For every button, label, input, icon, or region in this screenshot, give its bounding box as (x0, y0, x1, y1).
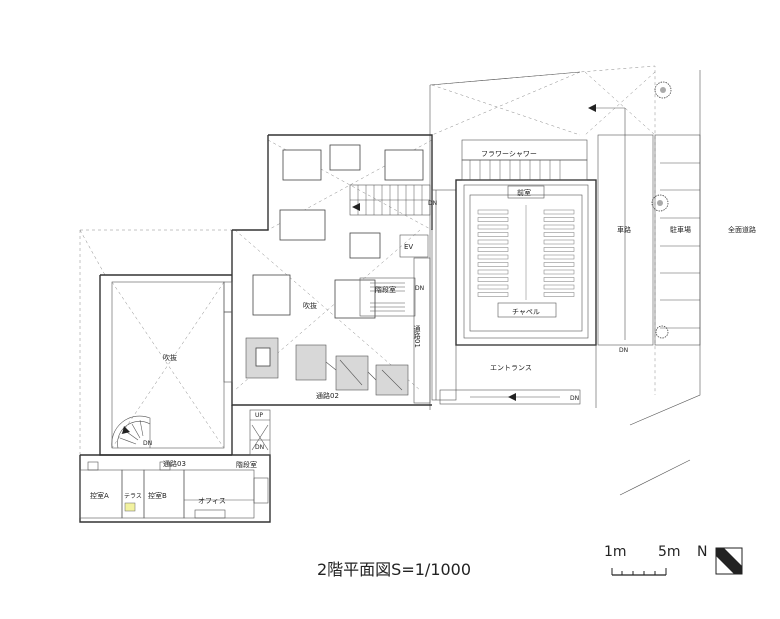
pew (477, 262, 509, 267)
small-stair (249, 409, 271, 456)
pew (477, 239, 509, 245)
scale-bar: 1m 5m (604, 544, 681, 576)
room-label-void-left: 吹抜 (163, 353, 177, 362)
room-label-corridor-03: 通路03 (163, 459, 186, 468)
pew (477, 269, 509, 275)
pew (543, 217, 575, 222)
pew (543, 269, 575, 275)
room-label-flower-shower: フラワーシャワー (481, 150, 537, 158)
pew (543, 232, 575, 237)
pew (477, 209, 509, 215)
room-label-office: オフィス (198, 497, 226, 505)
spiral-stair (111, 415, 151, 449)
room-label-terrace: テラス (124, 493, 142, 500)
room-label-driveway: 車路 (617, 225, 631, 234)
pew (477, 217, 509, 222)
main-stair (349, 184, 431, 216)
pew (477, 232, 509, 237)
stair-hall (359, 277, 416, 317)
pew (477, 224, 509, 230)
pew (543, 239, 575, 245)
scale-label-1m: 1m (604, 544, 627, 560)
marker-dn-spiral: DN (143, 440, 152, 447)
room-label-waiting-a: 控室A (90, 491, 109, 500)
marker-dn-small: DN (255, 444, 264, 451)
room-label-stair-hall: 階段室 (375, 285, 396, 294)
tree-icons (651, 81, 672, 339)
pew (477, 277, 509, 282)
entrance-area (439, 344, 597, 408)
north-arrow-icon: N (697, 544, 743, 575)
marker-dn-entrance: DN (570, 395, 579, 402)
light-wells (252, 144, 424, 319)
pew (477, 247, 509, 252)
pew (543, 262, 575, 267)
driveway-parking (588, 104, 701, 346)
room-label-chapel: チャペル (512, 308, 540, 316)
pew (543, 254, 575, 260)
room-label-parking: 駐車場 (670, 225, 691, 234)
scale-label-5m: 5m (658, 544, 681, 560)
pew (477, 284, 509, 290)
room-label-corridor-02: 通路02 (316, 391, 339, 400)
pew (477, 292, 509, 297)
pew (543, 277, 575, 282)
pew (477, 254, 509, 260)
corridor-01-area (413, 189, 457, 404)
marker-dn-drive: DN (619, 347, 628, 354)
pew (543, 292, 575, 297)
room-label-antechamber: 前室 (517, 188, 531, 197)
room-label-entrance: エントランス (490, 364, 532, 372)
lower-rooms (79, 461, 269, 519)
pew (543, 224, 575, 230)
grey-stairs (245, 337, 409, 396)
marker-up-small: UP (255, 412, 263, 419)
pew (543, 284, 575, 290)
room-label-stair-hall-small: 階段室 (236, 460, 257, 469)
room-label-void-center: 吹抜 (303, 301, 317, 310)
pew (543, 247, 575, 252)
marker-dn-top: DN (428, 200, 437, 207)
room-label-front-road: 全面道路 (728, 225, 756, 234)
north-label: N (697, 544, 707, 560)
pew (543, 209, 575, 215)
room-label-elevator: EV (404, 243, 413, 251)
elevator-shaft (399, 234, 429, 258)
void-left-area (111, 281, 233, 449)
plan-title: 2階平面図S=1/1000 (317, 560, 471, 579)
chapel-pews (477, 205, 575, 300)
site-boundary (429, 70, 701, 496)
marker-dn-stair: DN (415, 285, 424, 292)
room-label-waiting-b: 控室B (148, 491, 167, 500)
room-label-corridor-01: 通路01 (413, 324, 421, 348)
